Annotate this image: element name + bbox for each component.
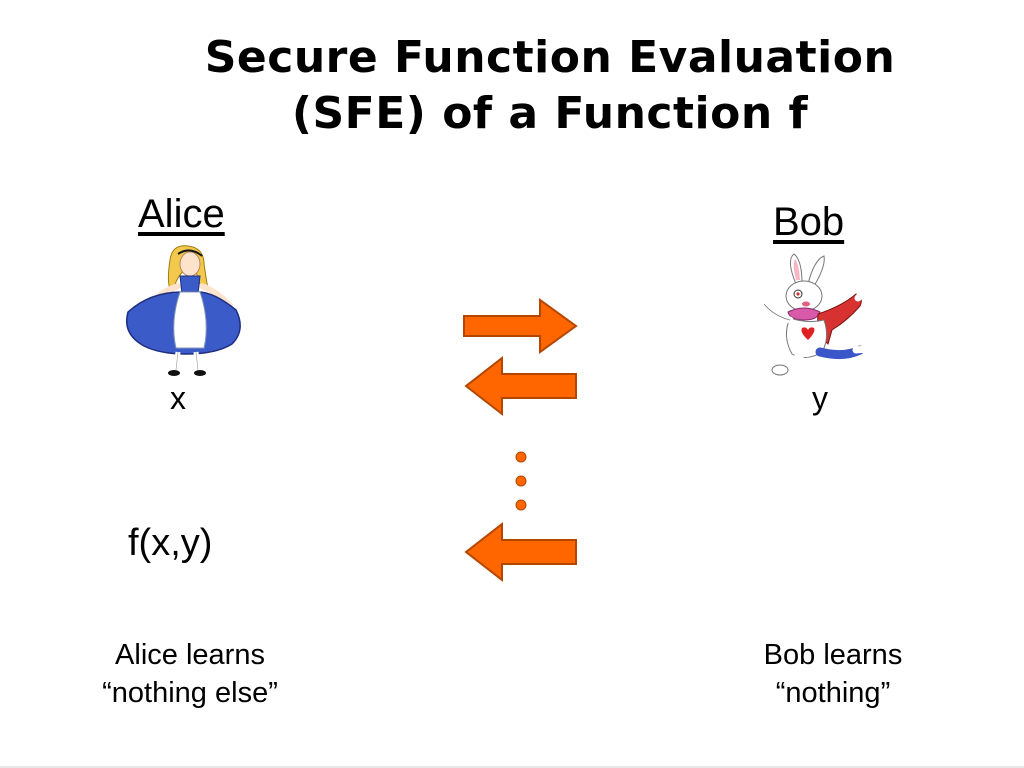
alice-label: Alice (138, 192, 225, 236)
arrow-left-shape (464, 355, 577, 417)
alice-learns-line-1: Alice learns (115, 639, 265, 671)
bob-illustration (760, 253, 876, 376)
alice-output-fxy: f(x,y) (128, 522, 213, 564)
ellipsis-dot-2 (515, 475, 527, 487)
arrow-alice-to-bob-1 (463, 298, 578, 354)
bob-learns-line-2: “nothing” (775, 677, 891, 709)
ellipsis-dot-1 (515, 451, 527, 463)
slide-bottom-rule (0, 766, 1024, 768)
slide-title: Secure Function Evaluation (SFE) of a Fu… (120, 30, 980, 142)
alice-illustration (126, 245, 241, 376)
alice-learns-line-2: “nothing else” (102, 677, 278, 709)
bob-learns-line-1: Bob learns (763, 639, 903, 671)
arrow-right-shape (463, 298, 578, 354)
title-line-2: (SFE) of a Function f (291, 88, 809, 139)
arrow-bob-to-alice-1 (464, 355, 577, 417)
bob-learns-caption: Bob learns “nothing” (683, 636, 983, 712)
bob-label: Bob (773, 200, 845, 244)
ellipsis-dots (515, 451, 527, 511)
arrow-bob-to-alice-2 (464, 521, 577, 583)
alice-input-x: x (170, 380, 186, 416)
title-line-1: Secure Function Evaluation (204, 32, 896, 83)
bob-input-y: y (812, 380, 828, 416)
alice-learns-caption: Alice learns “nothing else” (40, 636, 340, 712)
arrow-left-shape (464, 521, 577, 583)
ellipsis-dot-3 (515, 499, 527, 511)
